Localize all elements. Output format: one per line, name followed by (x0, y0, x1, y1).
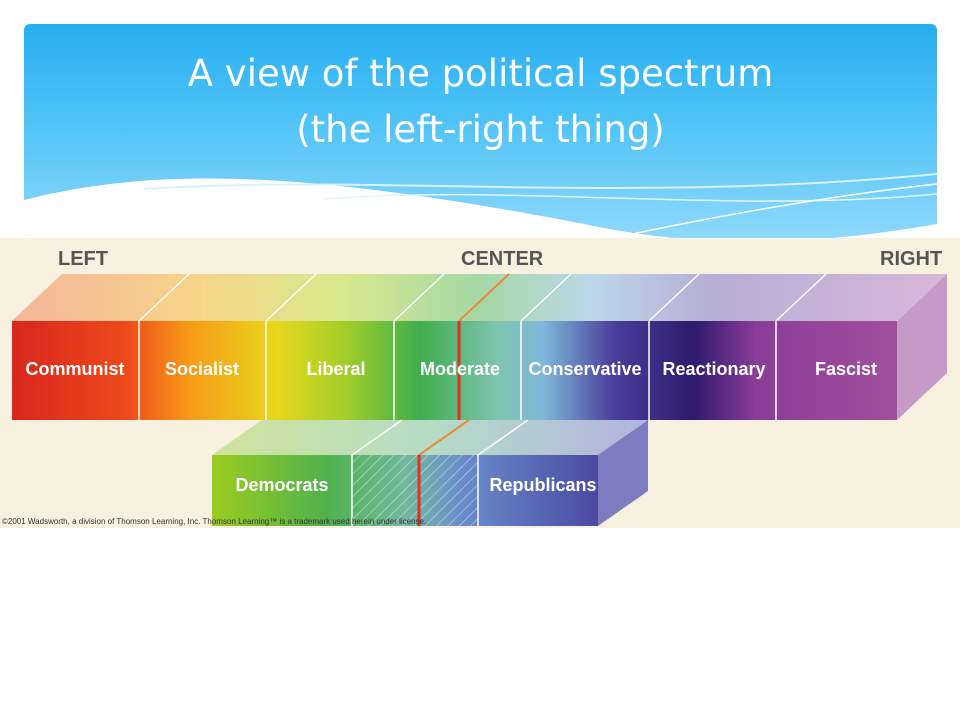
label-communist: Communist (26, 359, 125, 379)
top-row-labels: Communist Socialist Liberal Moderate Con… (26, 359, 878, 379)
label-democrats: Democrats (235, 475, 328, 495)
title-line-1: A view of the political spectrum (187, 52, 774, 95)
label-fascist: Fascist (815, 359, 877, 379)
bottom-center-line-top (418, 419, 470, 456)
axis-label-center: CENTER (461, 248, 544, 270)
axis-label-left: LEFT (58, 248, 108, 270)
axis-label-right: RIGHT (880, 248, 942, 270)
label-socialist: Socialist (165, 359, 239, 379)
title-line-2: (the left-right thing) (296, 108, 665, 151)
top-bar-side-face (897, 274, 947, 420)
political-spectrum-diagram: LEFT CENTER RIGHT Communist Socialist Li… (0, 238, 960, 528)
bottom-bar-dividers (351, 419, 529, 526)
center-line-top (458, 273, 510, 322)
bottom-bar-hatched-overlap (352, 455, 478, 526)
title-banner: A view of the political spectrum (the le… (24, 24, 937, 240)
bottom-bar-top-face (212, 420, 648, 455)
label-republicans: Republicans (489, 475, 596, 495)
label-liberal: Liberal (306, 359, 365, 379)
top-bar-dividers (138, 273, 827, 420)
bottom-bar-side-face (598, 420, 648, 526)
label-reactionary: Reactionary (662, 359, 765, 379)
copyright-credit: ©2001 Wadsworth, a division of Thomson L… (2, 517, 426, 526)
label-conservative: Conservative (528, 359, 641, 379)
label-moderate: Moderate (420, 359, 500, 379)
top-bar-front-face (12, 321, 897, 420)
slide-title: A view of the political spectrum (the le… (24, 46, 937, 158)
top-bar-top-face (12, 274, 947, 321)
swoosh-decoration (24, 173, 937, 240)
